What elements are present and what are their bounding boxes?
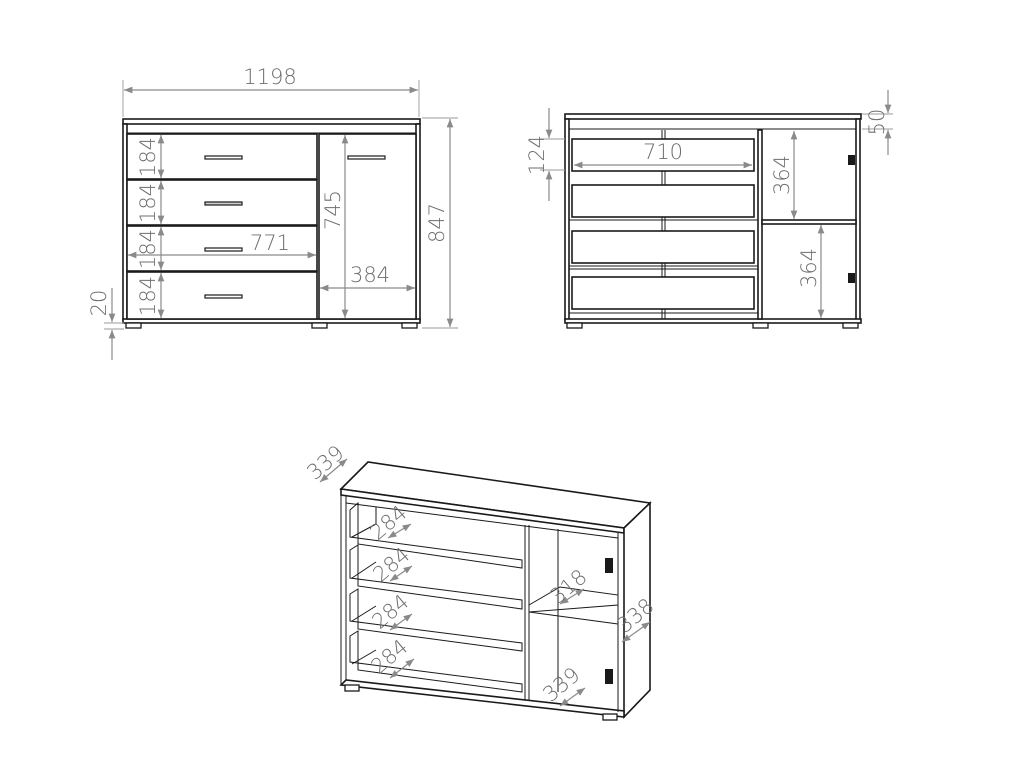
lower-compartment-height-label: 364	[797, 248, 821, 288]
isometric-view: 339 284 284 284 284 318 338 339	[302, 441, 659, 721]
overall-height-label: 847	[425, 203, 449, 243]
bottom-depth-label: 339	[538, 663, 584, 707]
door-side-depth-label: 338	[612, 594, 658, 638]
drawer-4-height-label: 184	[136, 276, 160, 316]
drawer-section-width-label: 771	[250, 231, 290, 255]
interior-view: 124 710 364 364 50	[525, 90, 893, 329]
drawer-3-height-label: 184	[136, 229, 160, 269]
drawer-1-depth-label: 284	[365, 501, 411, 545]
drawer-2-height-label: 184	[136, 183, 160, 223]
drawer-inner-height-label: 124	[525, 135, 549, 175]
shelf-depth-label: 318	[545, 565, 591, 609]
drawer-2-depth-label: 284	[368, 543, 414, 587]
overall-width-label: 1198	[243, 65, 296, 89]
upper-compartment-height-label: 364	[770, 155, 794, 195]
front-view: 1198 184 184 184 184 771	[87, 65, 458, 360]
door-width-label: 384	[350, 263, 390, 287]
drawer-3-depth-label: 284	[367, 590, 413, 634]
door-height-label: 745	[321, 190, 345, 230]
overall-depth-label: 339	[302, 441, 348, 485]
drawer-1-height-label: 184	[136, 137, 160, 177]
top-rail-height-label: 50	[865, 109, 889, 136]
drawer-inner-width-label: 710	[643, 140, 683, 164]
foot-height-label: 20	[87, 290, 111, 317]
